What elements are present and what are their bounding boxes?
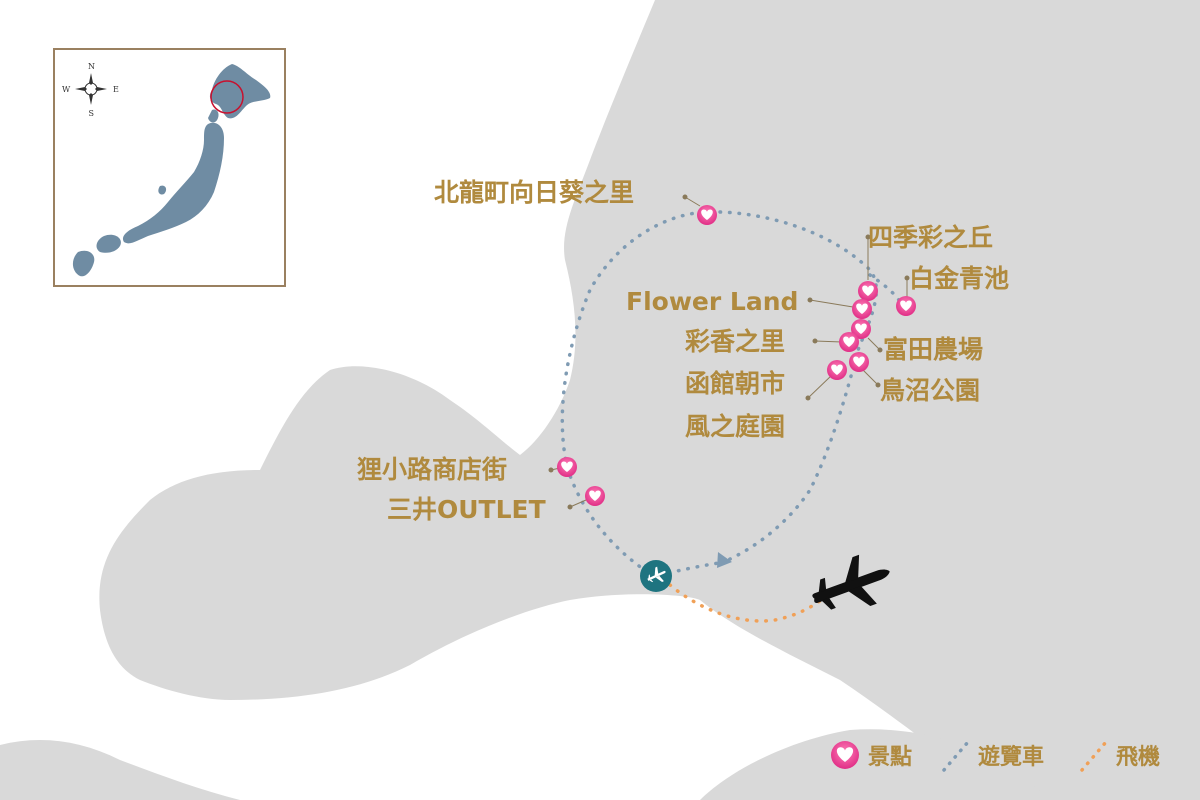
legend-flight: 飛機 xyxy=(1080,740,1160,772)
leader-lines xyxy=(548,194,910,510)
legend-spot-label: 景點 xyxy=(868,745,912,770)
label-tanukikoji: 狸小路商店街 xyxy=(357,455,507,484)
label-shirogane: 白金青池 xyxy=(909,264,1009,293)
heart-pin-icon[interactable] xyxy=(852,299,872,319)
legend-flight-label: 飛機 xyxy=(1116,745,1160,770)
airplane-icon xyxy=(812,554,890,610)
bus-route-arrow xyxy=(717,552,732,568)
label-hakodate: 函館朝市 xyxy=(685,369,785,398)
legend-bus-label: 遊覽車 xyxy=(978,744,1044,770)
compass-n: N xyxy=(88,62,95,71)
compass-s: S xyxy=(89,109,94,118)
japan-silhouette xyxy=(72,64,271,277)
compass-w: W xyxy=(62,85,71,94)
flight-route xyxy=(668,583,830,623)
label-shikisai: 四季彩之丘 xyxy=(868,223,993,252)
legend-spot: 景點 xyxy=(831,741,912,770)
heart-pin-icon[interactable] xyxy=(697,205,717,225)
label-saika: 彩香之里 xyxy=(685,327,785,356)
label-flowerland: Flower Land xyxy=(626,287,798,316)
legend: 景點 遊覽車 飛機 xyxy=(831,740,1160,772)
label-mitsui: 三井OUTLET xyxy=(387,495,546,524)
heart-pin-icon[interactable] xyxy=(557,457,577,477)
south-coast xyxy=(700,729,1050,800)
spot-labels: 北龍町向日葵之里 四季彩之丘 白金青池 Flower Land 彩香之里 富田農… xyxy=(357,178,1009,524)
legend-bus: 遊覽車 xyxy=(942,740,1044,772)
airport-plane-icon[interactable] xyxy=(640,560,672,592)
heart-pin-icon[interactable] xyxy=(858,281,878,301)
compass-e: E xyxy=(113,85,119,94)
legend-bus-line xyxy=(942,740,970,772)
sea-inlet xyxy=(300,665,815,800)
label-tomita: 富田農場 xyxy=(883,335,983,364)
heart-pin-icon[interactable] xyxy=(839,332,859,352)
hokkaido-main-land xyxy=(99,0,1200,800)
lower-land xyxy=(0,740,240,800)
compass-icon: N S W E xyxy=(62,62,119,118)
legend-flight-line xyxy=(1080,740,1108,772)
heart-pin-icon[interactable] xyxy=(849,352,869,372)
heart-pin-icon xyxy=(831,741,859,769)
bus-route xyxy=(560,210,904,579)
heart-pin-icon[interactable] xyxy=(896,296,916,316)
label-torinuma: 鳥沼公園 xyxy=(880,376,980,405)
heart-pin-icon[interactable] xyxy=(585,486,605,506)
inset-japan-map: N S W E xyxy=(53,48,286,287)
heart-pin-icon[interactable] xyxy=(827,360,847,380)
label-sunflower: 北龍町向日葵之里 xyxy=(434,178,634,207)
label-kaze: 風之庭園 xyxy=(685,412,785,441)
hokkaido-highlight-circle xyxy=(210,80,244,114)
